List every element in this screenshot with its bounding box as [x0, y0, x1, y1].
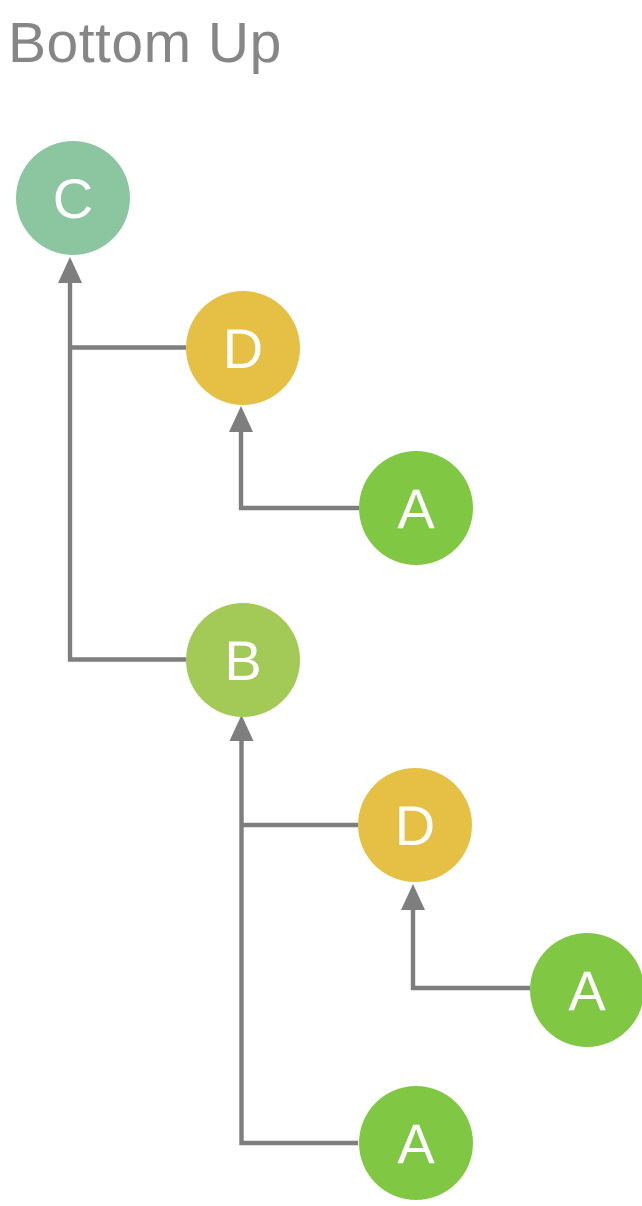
node-label-c: C — [53, 167, 93, 230]
node-circle-d2 — [358, 768, 472, 882]
arrowhead-up-icon — [229, 406, 253, 432]
node-a1: A — [359, 451, 473, 565]
edge-a3-to-b — [239, 721, 358, 1146]
node-label-d1: D — [223, 317, 263, 380]
node-label-a1: A — [397, 477, 435, 540]
node-b: B — [186, 603, 300, 717]
node-circle-a2 — [530, 933, 642, 1047]
node-label-a3: A — [397, 1112, 435, 1175]
node-d2: D — [358, 768, 472, 882]
node-circle-a3 — [359, 1086, 473, 1200]
node-a3: A — [359, 1086, 473, 1200]
node-d1: D — [186, 291, 300, 405]
node-circle-b — [186, 603, 300, 717]
node-a2: A — [530, 933, 642, 1047]
node-label-d2: D — [395, 794, 435, 857]
arrowhead-up-icon — [401, 884, 425, 910]
node-label-a2: A — [568, 959, 606, 1022]
diagram-title: Bottom Up — [8, 11, 282, 75]
edge-b-to-c — [67, 262, 186, 662]
node-c: C — [16, 141, 130, 255]
edge-a2-to-d2 — [410, 890, 530, 991]
edge-a1-to-d1 — [238, 412, 359, 511]
arrowhead-up-icon — [58, 257, 82, 283]
node-circle-a1 — [359, 451, 473, 565]
node-circle-d1 — [186, 291, 300, 405]
node-label-b: B — [224, 629, 261, 692]
arrowhead-up-icon — [229, 715, 254, 741]
node-circle-c — [16, 141, 130, 255]
